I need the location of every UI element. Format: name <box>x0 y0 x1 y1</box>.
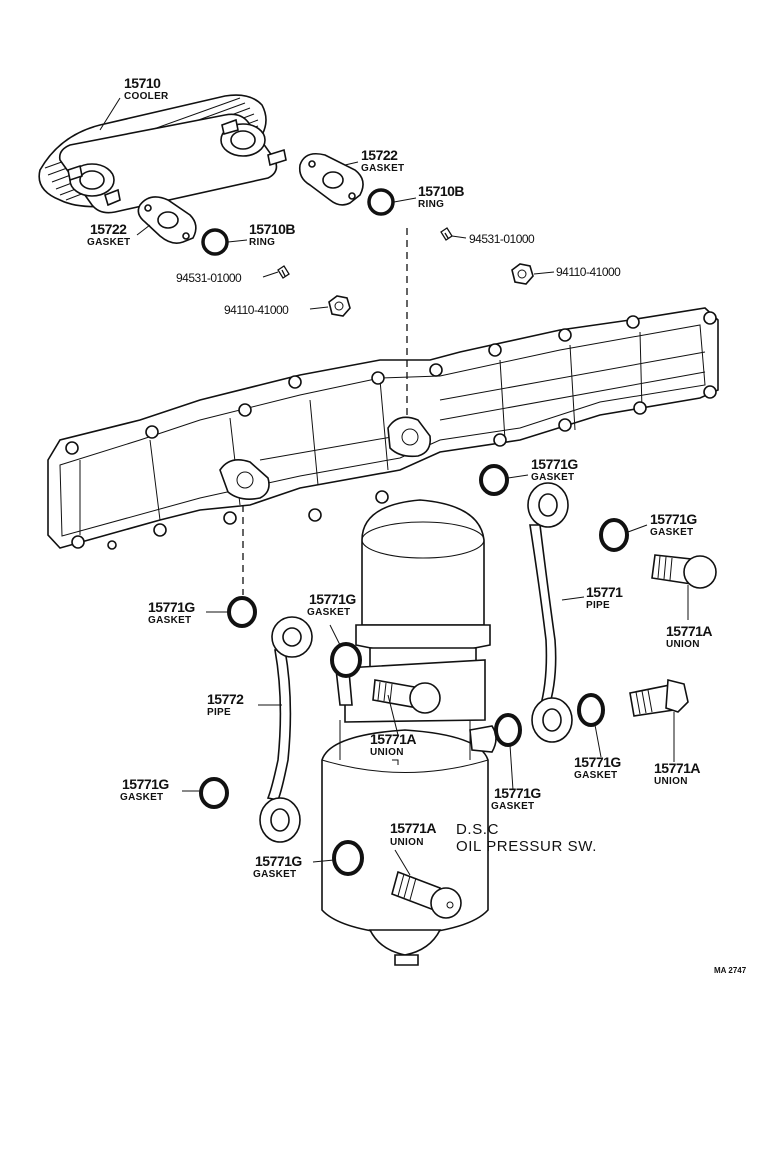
label-15771g-bottom-left-name: GASKET <box>253 869 296 880</box>
label-15771g-lower-left-name: GASKET <box>120 792 163 803</box>
label-15771-pipe-name: PIPE <box>586 600 610 611</box>
label-15771a-lower-number: 15771A <box>390 820 436 836</box>
nut-left-part <box>328 295 351 317</box>
union-center-part <box>372 679 441 714</box>
pipe-15771-part <box>527 482 573 743</box>
union-right-top-part <box>651 554 717 589</box>
label-15710b-left-number: 15710B <box>249 221 295 237</box>
label-15771a-right-top-name: UNION <box>666 639 700 650</box>
label-15722-right-number: 15722 <box>361 147 398 163</box>
union-lower-part <box>391 870 462 919</box>
label-15771-pipe-number: 15771 <box>586 584 623 600</box>
label-15772-pipe-number: 15772 <box>207 691 244 707</box>
label-94110-left: 94110-41000 <box>224 303 289 317</box>
label-15771g-lower-right-name: GASKET <box>574 770 617 781</box>
label-15771g-left-name: GASKET <box>148 615 191 626</box>
oil-cooler-part <box>38 94 287 214</box>
label-94110-right: 94110-41000 <box>556 265 621 279</box>
label-94531-right: 94531-01000 <box>469 232 535 246</box>
label-15771g-lower-left-number: 15771G <box>122 776 169 792</box>
label-15771a-center-name: UNION <box>370 747 404 758</box>
label-15771g-mid-center-number: 15771G <box>531 456 578 472</box>
label-15771g-filter-side-number: 15771G <box>494 785 541 801</box>
gasket-15722-right-part <box>298 152 364 206</box>
label-15722-left-number: 15722 <box>90 221 127 237</box>
label-15771g-bottom-left-number: 15771G <box>255 853 302 869</box>
label-15771g-mid-center-name: GASKET <box>531 472 574 483</box>
label-15772-pipe-name: PIPE <box>207 707 231 718</box>
label-15771a-right-bottom-number: 15771A <box>654 760 700 776</box>
label-15771a-right-top-number: 15771A <box>666 623 712 639</box>
part-labels: 15710 COOLER 15722 GASKET 15710B RING 15… <box>87 75 747 975</box>
label-15771g-filter-top-name: GASKET <box>307 607 350 618</box>
label-15710b-right-number: 15710B <box>418 183 464 199</box>
gasket-15722-left-part <box>137 196 197 244</box>
ring-15710b-left-part <box>201 228 229 256</box>
pipe-15772-part <box>259 616 313 843</box>
label-15771a-lower-name: UNION <box>390 837 424 848</box>
label-15710-number: 15710 <box>124 75 161 91</box>
label-15722-right-name: GASKET <box>361 163 404 174</box>
label-15710-name: COOLER <box>124 91 169 102</box>
washer-right-part <box>440 227 453 241</box>
ring-15710b-right-part <box>367 188 395 216</box>
label-15771a-center-number: 15771A <box>370 731 416 747</box>
label-15771g-left-number: 15771G <box>148 599 195 615</box>
oil-cooler-cover-part <box>47 307 719 550</box>
label-15771a-right-bottom-name: UNION <box>654 776 688 787</box>
figure-code: MA 2747 <box>714 966 747 975</box>
union-right-bottom-part <box>629 678 689 717</box>
label-15722-left-name: GASKET <box>87 237 130 248</box>
label-15771g-mid-right-number: 15771G <box>650 511 697 527</box>
nut-right-part <box>511 263 534 285</box>
oil-pressure-switch-label: OIL PRESSUR SW. <box>456 838 597 855</box>
label-15771g-filter-top-number: 15771G <box>309 591 356 607</box>
label-15710b-left-name: RING <box>249 237 275 248</box>
dsc-label: D.S.C <box>456 821 499 838</box>
label-15771g-filter-side-name: GASKET <box>491 801 534 812</box>
label-15710b-right-name: RING <box>418 199 444 210</box>
label-15771g-lower-right-number: 15771G <box>574 754 621 770</box>
washer-left-part <box>277 265 290 279</box>
label-94531-left: 94531-01000 <box>176 271 242 285</box>
leader-lines <box>99 97 689 876</box>
gasket-15771g-parts <box>199 464 629 876</box>
label-15771g-mid-right-name: GASKET <box>650 527 693 538</box>
